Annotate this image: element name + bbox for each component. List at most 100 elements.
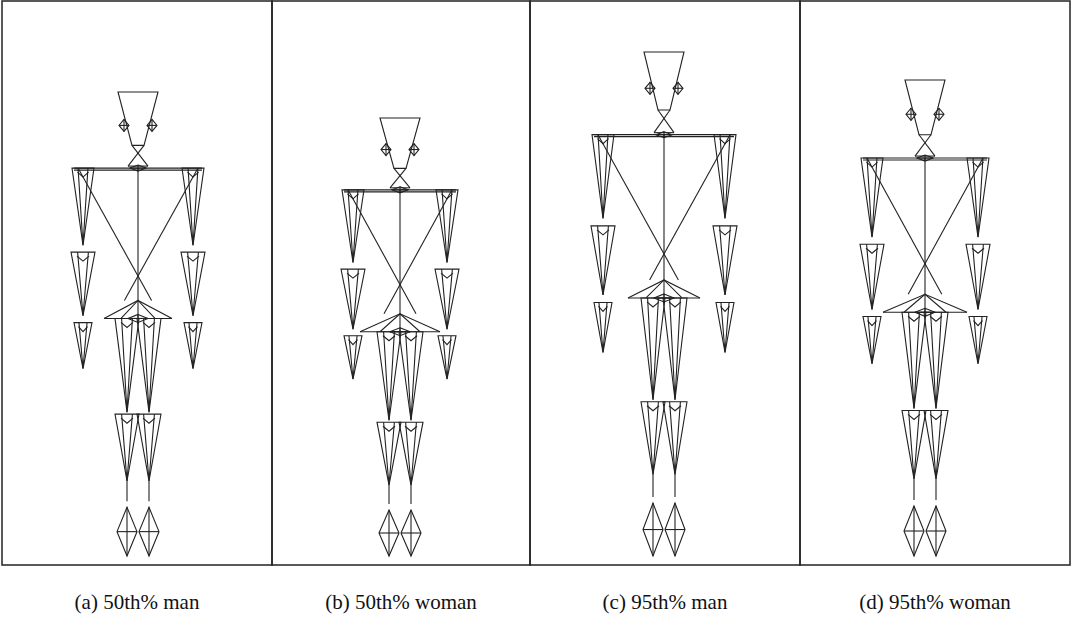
segment-outline <box>388 510 389 556</box>
segment-outline <box>647 302 659 307</box>
segment-outline <box>924 158 925 312</box>
segment-outline <box>348 194 359 199</box>
segment-outline <box>969 317 987 364</box>
segment-outline <box>406 422 417 485</box>
segment-outline <box>670 402 681 475</box>
segment-outline <box>121 418 133 423</box>
segment-outline <box>719 230 731 235</box>
segment-outline <box>645 82 655 94</box>
segment-outline <box>866 248 878 253</box>
segment-outline <box>409 144 419 156</box>
segment-outline <box>674 474 675 497</box>
segment-outline <box>137 414 161 481</box>
panel-frame <box>272 1 530 565</box>
segment-outline <box>377 422 401 485</box>
segment-outline <box>930 316 942 321</box>
segment-outline <box>658 110 674 133</box>
body-model <box>591 52 737 556</box>
panel-frame <box>530 1 800 565</box>
segment-outline <box>669 302 681 307</box>
segment-outline <box>438 336 456 379</box>
segment-outline <box>599 302 607 352</box>
segment-outline <box>122 318 133 412</box>
segment-outline <box>716 302 734 352</box>
segment-outline <box>908 414 920 419</box>
segment-outline <box>867 158 877 237</box>
segment-outline <box>115 414 139 481</box>
segment-outline <box>643 503 663 556</box>
segment-outline <box>187 256 199 261</box>
segment-outline <box>599 306 608 311</box>
segment-outline <box>435 269 459 329</box>
segment-outline <box>720 135 730 219</box>
segment-outline <box>188 252 199 316</box>
segment-outline <box>410 510 411 556</box>
panel-caption: (a) 50th% man <box>2 590 272 615</box>
segment-outline <box>79 327 88 332</box>
segment-outline <box>906 108 916 120</box>
segment-outline <box>348 190 358 263</box>
segment-outline <box>924 312 948 408</box>
segment-outline <box>413 144 414 156</box>
segment-outline <box>915 135 931 156</box>
segment-outline <box>78 168 88 245</box>
segment-outline <box>181 252 205 316</box>
segment-outline <box>663 135 664 298</box>
segment-outline <box>184 323 202 369</box>
segment-outline <box>384 190 452 314</box>
segment-outline <box>591 226 615 295</box>
segment-outline <box>405 426 417 431</box>
segment-outline <box>919 135 935 156</box>
segment-outline <box>931 410 942 478</box>
segment-outline <box>648 298 659 400</box>
segment-outline <box>384 332 395 420</box>
segment-outline <box>909 410 920 478</box>
segment-outline <box>132 145 148 166</box>
segment-outline <box>867 244 878 309</box>
segment-outline <box>188 168 198 245</box>
segment-outline <box>598 139 609 144</box>
segment-outline <box>385 144 386 156</box>
segment-outline <box>868 317 876 364</box>
segment-outline <box>647 406 659 411</box>
segment-outline <box>128 145 144 166</box>
segment-outline <box>349 336 357 379</box>
panel-caption: (c) 95th% man <box>530 590 800 615</box>
segment-outline <box>652 503 653 556</box>
segment-outline <box>930 414 942 419</box>
segment-outline <box>644 52 684 110</box>
segment-outline <box>913 479 914 500</box>
segment-outline <box>663 298 687 400</box>
segment-outline <box>443 340 452 345</box>
segment-outline <box>148 507 149 556</box>
segment-outline <box>594 302 612 352</box>
segment-outline <box>721 302 729 352</box>
segment-outline <box>934 108 944 120</box>
segment-outline <box>974 317 982 364</box>
segment-outline <box>442 190 452 263</box>
segment-outline <box>405 336 417 341</box>
segment-outline <box>908 316 920 321</box>
segment-outline <box>377 332 401 420</box>
segment-outline <box>399 332 423 420</box>
segment-outline <box>926 506 946 556</box>
segment-outline <box>670 298 681 400</box>
segment-outline <box>126 507 127 556</box>
segment-outline <box>189 327 198 332</box>
segment-outline <box>720 226 731 295</box>
segment-outline <box>139 507 159 556</box>
segment-outline <box>406 332 417 420</box>
segment-outline <box>399 422 423 485</box>
segment-outline <box>902 410 926 478</box>
segment-outline <box>648 402 659 475</box>
segment-outline <box>641 298 665 400</box>
segment-outline <box>641 402 665 475</box>
segment-outline <box>121 322 133 327</box>
segment-outline <box>902 312 926 408</box>
segment-outline <box>137 168 138 318</box>
segment-outline <box>905 80 945 135</box>
segment-outline <box>182 168 204 245</box>
segment-outline <box>673 82 683 94</box>
